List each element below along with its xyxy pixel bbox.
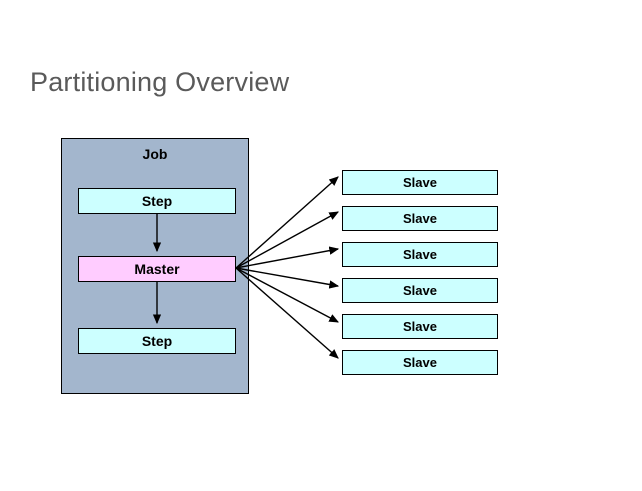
node-slave: Slave [342, 314, 498, 339]
connector-master-to-slave-5 [235, 267, 339, 359]
page-title: Partitioning Overview [30, 67, 290, 97]
connector-master-to-slave-1 [235, 211, 339, 269]
node-step-bottom: Step [78, 328, 236, 354]
node-slave: Slave [342, 278, 498, 303]
node-slave: Slave [342, 242, 498, 267]
job-label: Job [142, 146, 168, 162]
connector-master-to-slave-2 [235, 246, 340, 269]
connector-master-to-slave-0 [235, 176, 339, 269]
node-slave: Slave [342, 170, 498, 195]
connector-master-to-slave-4 [235, 267, 339, 323]
node-step-top: Step [78, 188, 236, 214]
node-master: Master [78, 256, 236, 282]
node-slave: Slave [342, 206, 498, 231]
node-slave: Slave [342, 350, 498, 375]
connector-master-to-slave-3 [235, 267, 340, 289]
